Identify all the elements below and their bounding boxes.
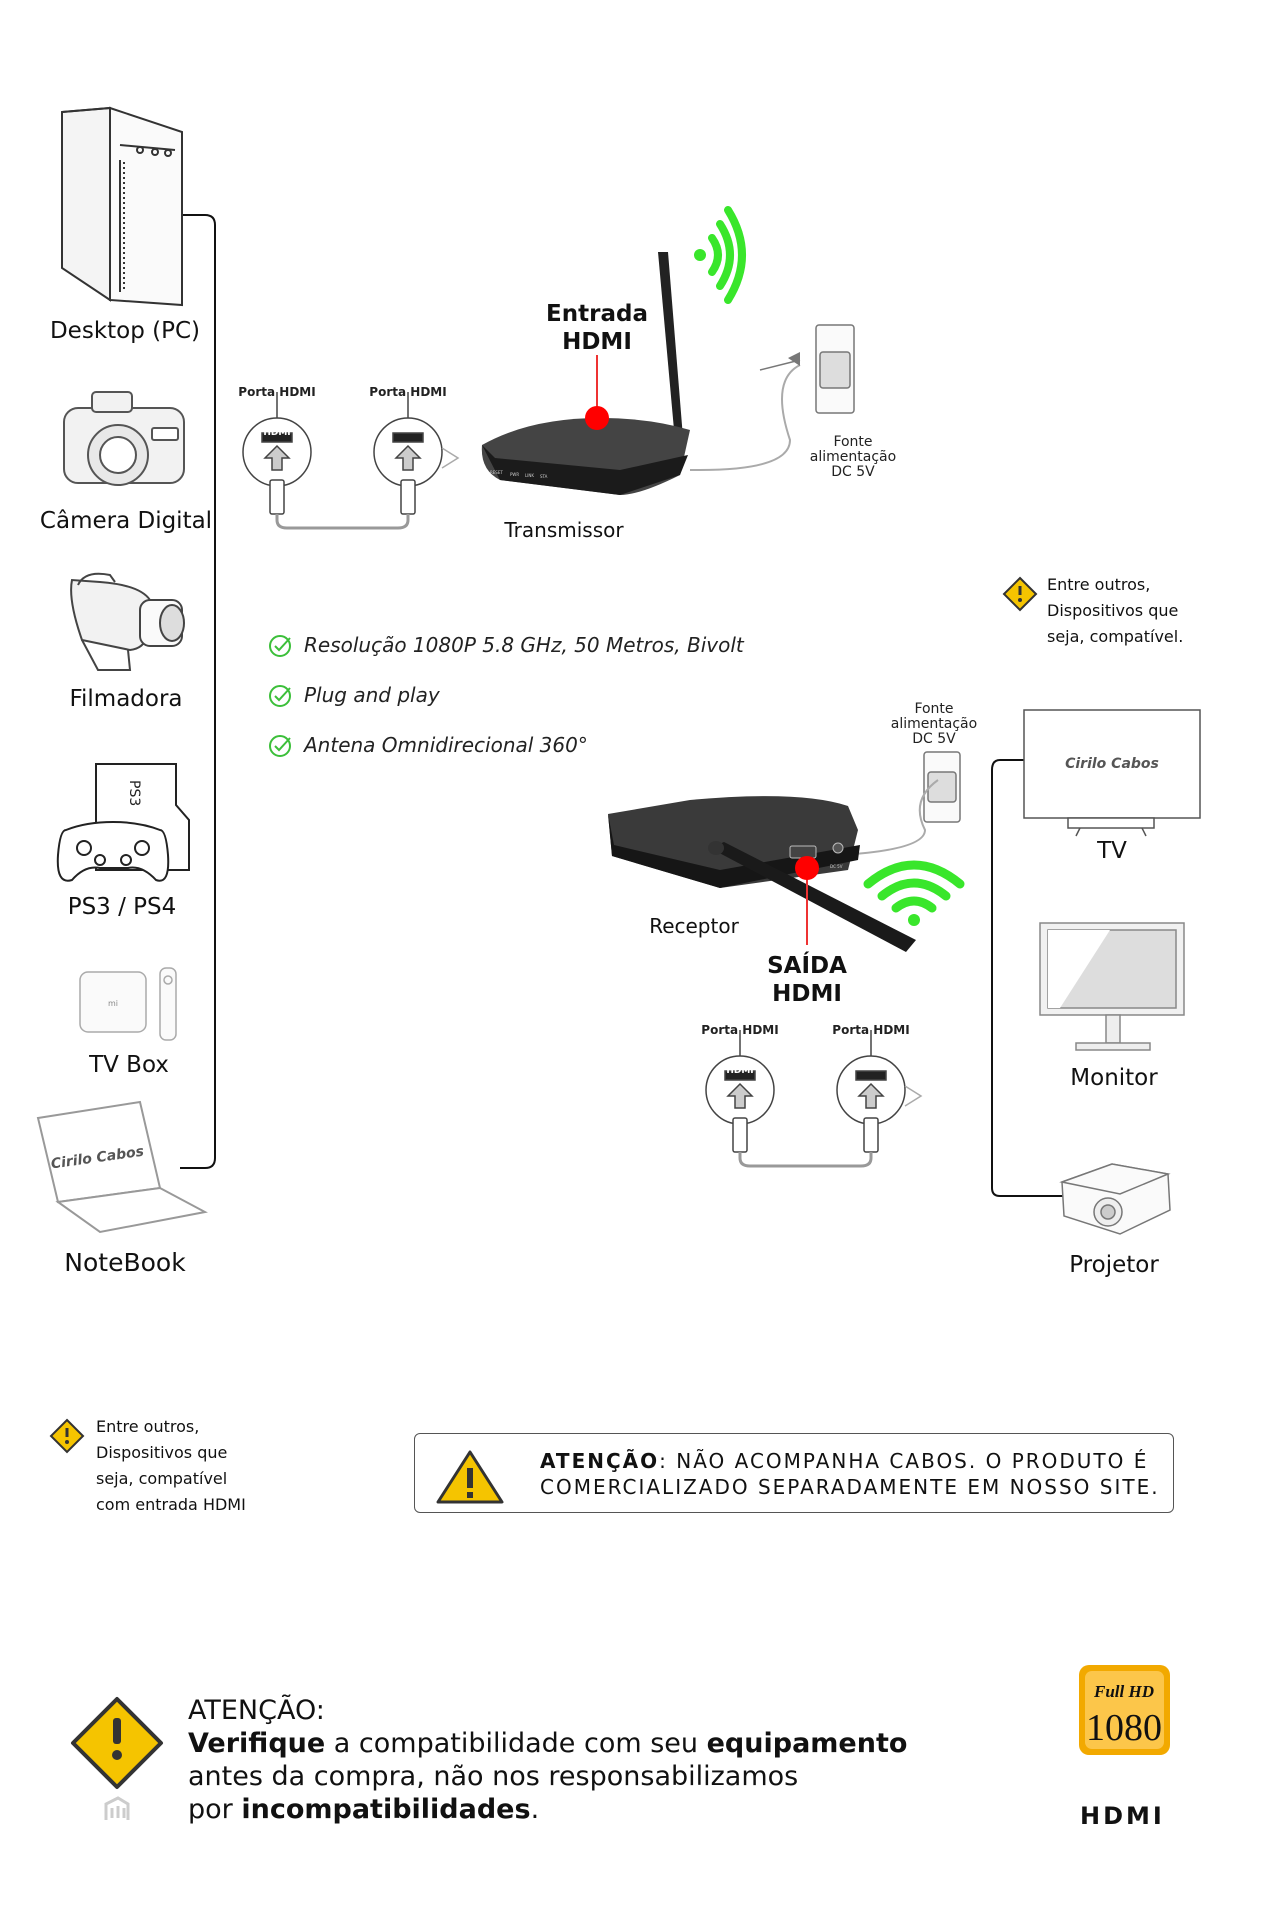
svg-text:mi: mi (108, 999, 118, 1008)
tx-power-label: Fonte alimentação DC 5V (809, 434, 897, 480)
label-tv: TV (1097, 838, 1127, 864)
feature-resolution: Resolução 1080P 5.8 GHz, 50 Metros, Bivo… (304, 633, 744, 657)
svg-text:PWR: PWR (510, 472, 519, 477)
warning-icon-small-right (1002, 576, 1038, 612)
input-hdmi-label: Entrada HDMI (546, 301, 648, 355)
svg-text:Cirilo Cabos: Cirilo Cabos (1065, 756, 1159, 772)
label-projector: Projetor (1069, 1252, 1159, 1278)
hdmi-port-text-2: HDMI (726, 1066, 753, 1076)
label-notebook: NoteBook (64, 1248, 186, 1277)
svg-text:DC 5V: DC 5V (830, 864, 843, 869)
note-right: Entre outros, Dispositivos que seja, com… (1047, 575, 1184, 646)
label-tvbox: TV Box (89, 1052, 169, 1078)
bottom-warning: ATENÇÃO: Verifique a compatibilidade com… (188, 1694, 907, 1826)
cables-warning-box (414, 1433, 1174, 1513)
hdmi-port-text-1: HDMI (263, 428, 290, 438)
bottom-warning-post: . (530, 1794, 540, 1825)
output-hdmi-label: SAÍDA HDMI (767, 953, 847, 1007)
bottom-warning-title: ATENÇÃO: (188, 1695, 325, 1726)
rx-port-label-2: Porta HDMI (832, 1023, 910, 1037)
svg-text:LINK: LINK (525, 473, 534, 478)
power-cable (690, 364, 801, 471)
note-left: Entre outros, Dispositivos que seja, com… (96, 1417, 246, 1514)
tv-box-icon: mi (79, 967, 177, 1041)
warning-triangle-icon (436, 1450, 504, 1504)
monitor-icon (1039, 922, 1185, 1051)
desktop-pc-icon (61, 106, 183, 307)
tx-port-label-2: Porta HDMI (369, 385, 447, 399)
cables-warning-title: ATENÇÃO (540, 1449, 660, 1473)
cables-warning-line-1: ATENÇÃO: NÃO ACOMPANHA CABOS. O PRODUTO … (540, 1448, 1148, 1474)
bottom-warning-mid: a compatibilidade com seu (325, 1728, 707, 1759)
badge-number: 1080 (1086, 1707, 1162, 1749)
receiver-label: Receptor (649, 914, 739, 938)
bottom-warning-incompat: incompatibilidades (241, 1794, 531, 1825)
tx-port-label-1: Porta HDMI (238, 385, 316, 399)
label-desktop: Desktop (PC) (49, 318, 201, 344)
game-console-icon: PS3 (56, 763, 190, 882)
watermark-logo-icon (104, 1796, 130, 1820)
input-indicator-dot (585, 406, 609, 430)
bottom-warning-equipment: equipamento (706, 1728, 908, 1759)
notebook-icon: Cirilo Cabos (36, 1100, 208, 1234)
transmitter-device (481, 252, 690, 495)
label-monitor: Monitor (1070, 1065, 1158, 1091)
warning-icon-large (71, 1697, 163, 1789)
check-icons (269, 635, 291, 757)
transmitter-hdmi-cable (242, 392, 460, 530)
display-connector-line (991, 759, 1065, 1197)
cables-warning-text: : NÃO ACOMPANHA CABOS. O PRODUTO É (659, 1449, 1149, 1473)
cables-warning-line-2: COMERCIALIZADO SEPARADAMENTE EM NOSSO SI… (540, 1475, 1160, 1499)
label-camcorder: Filmadora (69, 686, 183, 712)
receiver-power-cable (839, 779, 939, 856)
transmitter-label: Transmissor (504, 518, 624, 542)
bottom-warning-pre: por (188, 1794, 242, 1825)
label-console: PS3 / PS4 (67, 894, 177, 920)
bottom-warning-line-2: antes da compra, não nos responsabilizam… (188, 1761, 799, 1792)
label-camera: Câmera Digital (39, 508, 213, 534)
wifi-receiver-signal-icon (863, 860, 965, 926)
output-indicator-dot (795, 856, 819, 880)
svg-text:RESET: RESET (490, 470, 503, 475)
svg-text:PS3: PS3 (126, 780, 142, 806)
badge-top: Full HD (1093, 1682, 1154, 1701)
wifi-signal-icon (694, 206, 746, 304)
receiver-power-plug-icon (923, 751, 961, 823)
feature-antenna: Antena Omnidirecional 360° (304, 733, 588, 757)
source-connector-line (180, 214, 216, 1169)
full-hd-badge (1079, 1665, 1170, 1755)
svg-text:STA: STA (540, 474, 548, 479)
rx-power-label: Fonte alimentação DC 5V (890, 701, 978, 747)
projector-icon (1059, 1163, 1171, 1235)
camcorder-icon (70, 572, 185, 671)
camera-icon (63, 391, 185, 486)
receiver-hdmi-cable (705, 1030, 923, 1168)
tv-icon: Cirilo Cabos (1023, 709, 1201, 837)
hdmi-logo: HDMI (1080, 1802, 1165, 1830)
rx-port-label-1: Porta HDMI (701, 1023, 779, 1037)
warning-icon-small-left (49, 1418, 85, 1454)
power-plug-icon (759, 324, 855, 414)
bottom-warning-verify: Verifique (188, 1728, 326, 1759)
feature-plug-and-play: Plug and play (304, 683, 440, 707)
